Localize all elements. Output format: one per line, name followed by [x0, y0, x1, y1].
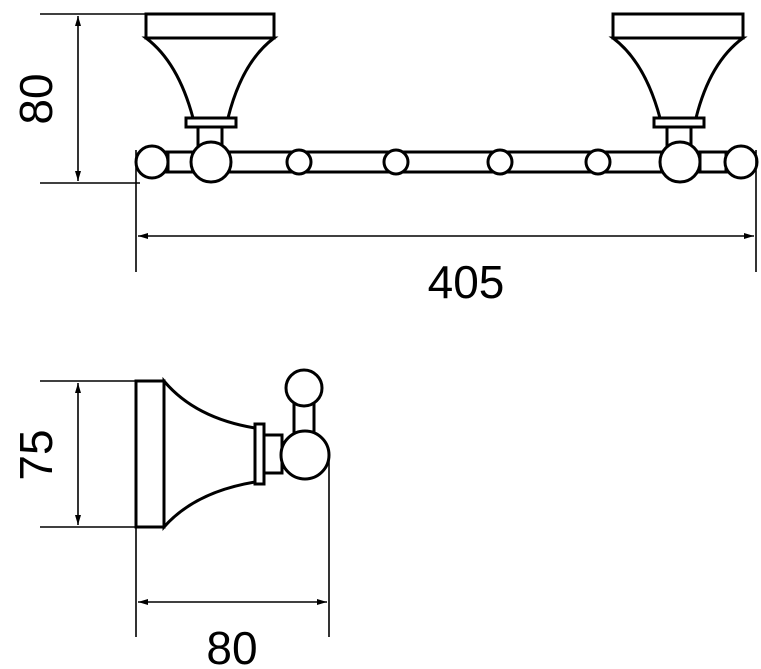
bar-bead	[285, 148, 313, 176]
side-view: 75 80	[10, 368, 331, 669]
bar-bead	[486, 148, 514, 176]
left-mount-plate	[144, 12, 276, 40]
side-wall-plate	[134, 379, 166, 529]
side-mount-stem	[262, 433, 284, 475]
front-view: 80 405	[10, 12, 759, 308]
right-mount-plate	[611, 12, 745, 40]
bar-bead	[584, 148, 612, 176]
towel-bar	[158, 150, 734, 174]
side-mount-flare	[162, 376, 257, 531]
right-mount-flare	[608, 36, 748, 120]
right-bracket-ball	[658, 140, 702, 184]
right-end-knob	[723, 144, 759, 180]
height-dimension-label: 80	[10, 73, 62, 124]
side-top-knob	[284, 368, 324, 408]
width-dimension-label: 405	[428, 256, 505, 308]
side-bar-ball	[279, 429, 331, 481]
left-end-knob	[134, 144, 170, 180]
side-height-dimension-label: 75	[10, 429, 62, 480]
left-mount-flare	[141, 36, 279, 120]
left-bracket-ball	[189, 140, 233, 184]
right-end-neck	[698, 150, 728, 174]
side-depth-dimension-label: 80	[206, 622, 257, 669]
bar-bead	[382, 148, 410, 176]
